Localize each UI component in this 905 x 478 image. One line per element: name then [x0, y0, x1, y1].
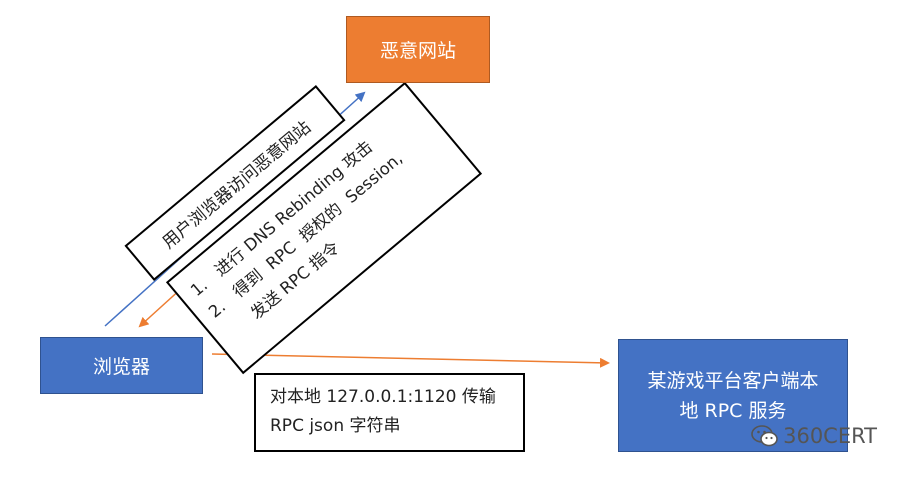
- game-client-label-line2: 地 RPC 服务: [679, 399, 787, 422]
- transfer-label-box: 对本地 127.0.0.1:1120 传输 RPC json 字符串: [254, 373, 525, 452]
- browser-label: 浏览器: [92, 356, 150, 378]
- watermark: 360CERT: [751, 424, 877, 448]
- malicious-site-node: 恶意网站: [346, 16, 490, 83]
- game-client-node: 某游戏平台客户端本 地 RPC 服务: [618, 339, 848, 452]
- game-client-label-line1: 某游戏平台客户端本: [647, 369, 819, 392]
- wechat-icon: [751, 425, 778, 447]
- transfer-label-line2: RPC json 字符串: [270, 416, 401, 436]
- transfer-label-line1: 对本地 127.0.0.1:1120 传输: [270, 387, 496, 407]
- watermark-text: 360CERT: [783, 424, 877, 448]
- browser-node: 浏览器: [40, 337, 203, 394]
- malicious-site-label: 恶意网站: [379, 40, 456, 62]
- arrow-browser-to-client: [211, 353, 610, 368]
